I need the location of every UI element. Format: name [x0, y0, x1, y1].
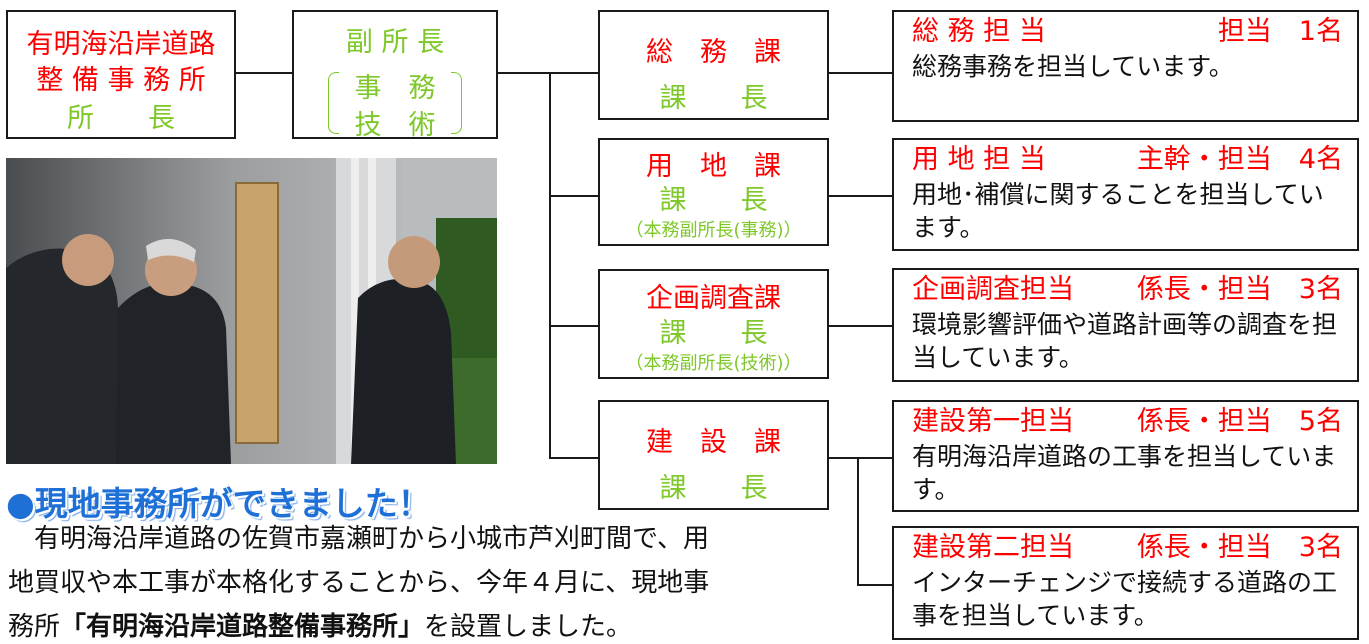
branch-land [549, 195, 599, 197]
duty-box-construction-1: 建設第一担当 係長・担当 5名 有明海沿岸道路の工事を担当しています。 [892, 400, 1359, 512]
duty-staff-count: 係長・担当 3名 [1136, 532, 1343, 563]
duty-name: 建設第一担当 [912, 406, 1074, 437]
branch-planning [549, 325, 599, 327]
duty-staff-count: 係長・担当 3名 [1136, 274, 1343, 305]
connector-land-duty [829, 195, 893, 197]
duty-description: 有明海沿岸道路の工事を担当しています。 [912, 442, 1337, 504]
office-director-box: 有明海沿岸道路 整 備 事 務 所 所 長 [6, 10, 236, 139]
duty-name: 建設第二担当 [912, 532, 1074, 563]
duty-staff-count: 主幹・担当 4名 [1136, 144, 1343, 175]
office-director-title: 所 長 [67, 103, 175, 134]
duty-box-land: 用 地 担 当 主幹・担当 4名 用地･補償に関することを担当しています。 [892, 138, 1359, 251]
right-paren-shape [451, 72, 462, 134]
section-box-planning: 企画調査課 課 長 （本務副所長(技術)） [598, 269, 829, 379]
article-line-2: 地買収や本工事が本格化することから、今年４月に、現地事 [8, 568, 710, 598]
duty-description: 総務事務を担当しています。 [912, 52, 1234, 81]
connector-planning-duty [829, 325, 893, 327]
office-sign-photo [6, 158, 497, 464]
section-name: 用 地 課 [646, 151, 781, 182]
section-box-construction: 建 設 課 課 長 [598, 400, 829, 510]
duty-box-planning: 企画調査担当 係長・担当 3名 環境影響評価や道路計画等の調査を担当しています。 [892, 268, 1359, 382]
section-note: （本務副所長(事務)） [625, 220, 802, 241]
deputy-director-box: 副 所 長 事 務 技 術 [292, 10, 498, 141]
article-heading: ●現地事務所ができました！ [6, 484, 431, 523]
article-line-3: 務所「有明海沿岸道路整備事務所」を設置しました。 [8, 610, 632, 644]
duty-name: 企画調査担当 [912, 274, 1074, 305]
article-line-3-suffix: を設置しました。 [424, 612, 633, 642]
duty-description: 用地･補償に関することを担当しています。 [912, 180, 1324, 242]
section-chief: 課 長 [659, 185, 768, 216]
section-note: （本務副所長(技術)） [625, 353, 802, 374]
connector-construction-duty2 [857, 584, 893, 586]
duty-description: インターチェンジで接続する道路の工事を担当しています。 [912, 568, 1338, 630]
deputy-tech-label: 技 術 [354, 110, 436, 141]
branch-construction [549, 457, 599, 459]
connector-construction-duty1 [857, 457, 893, 459]
section-box-land: 用 地 課 課 長 （本務副所長(事務)） [598, 138, 829, 246]
duty-name: 用 地 担 当 [912, 144, 1046, 175]
article-line-3-prefix: 務所 [8, 612, 61, 642]
connector-general-duty [829, 72, 893, 74]
duty-box-construction-2: 建設第二担当 係長・担当 3名 インターチェンジで接続する道路の工事を担当してい… [892, 526, 1359, 640]
article-line-1: 有明海沿岸道路の佐賀市嘉瀬町から小城市芦刈町間で、用 [8, 524, 709, 554]
deputy-admin-label: 事 務 [354, 73, 436, 104]
duty-description: 環境影響評価や道路計画等の調査を担当しています。 [912, 310, 1338, 372]
section-chief: 課 長 [659, 318, 768, 349]
trunk-vertical [549, 72, 551, 458]
photo-illustration [6, 158, 497, 464]
construction-split-vertical [857, 457, 859, 585]
section-chief: 課 長 [659, 473, 768, 504]
connector-deputy-trunk [498, 72, 550, 74]
section-chief: 課 長 [659, 83, 768, 114]
section-name: 総 務 課 [646, 37, 781, 68]
section-name: 企画調査課 [646, 283, 781, 314]
left-paren-shape [328, 72, 339, 134]
duty-staff-count: 係長・担当 5名 [1136, 406, 1343, 437]
office-name-line2: 整 備 事 務 所 [36, 65, 206, 96]
deputy-title: 副 所 長 [345, 27, 445, 58]
connector-construction-duty [829, 457, 859, 459]
section-name: 建 設 課 [646, 427, 781, 458]
office-name-bold: 「有明海沿岸道路整備事務所」 [60, 612, 425, 642]
office-name-line1: 有明海沿岸道路 [26, 29, 216, 60]
section-box-general-affairs: 総 務 課 課 長 [598, 10, 829, 120]
duty-name: 総 務 担 当 [912, 16, 1046, 47]
duty-box-general-affairs: 総 務 担 当 担当 1名 総務事務を担当しています。 [892, 10, 1359, 122]
branch-general-affairs [549, 72, 599, 74]
duty-staff-count: 担当 1名 [1217, 16, 1343, 47]
connector-office-deputy [236, 72, 292, 74]
